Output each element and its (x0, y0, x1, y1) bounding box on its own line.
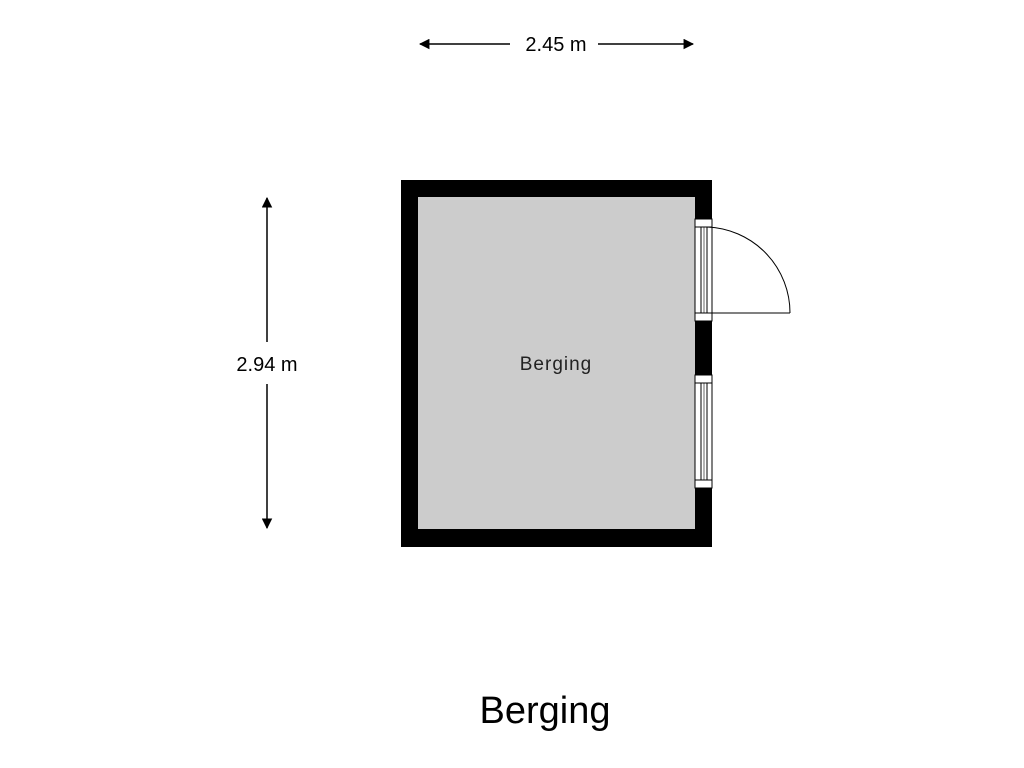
door-swing (706, 226, 791, 314)
room-label: Berging (520, 354, 593, 375)
door-jamb-top (694, 218, 713, 228)
wall-right-top (695, 180, 712, 219)
walls (401, 180, 712, 547)
width-dimension-label: 2.45 m (525, 34, 586, 56)
wall-right-middle (695, 321, 712, 375)
window-jamb-top (694, 374, 713, 384)
window-jamb-bottom (694, 479, 713, 489)
wall-right-bottom (695, 488, 712, 547)
plan-title: Berging (480, 690, 611, 732)
wall-top (401, 180, 712, 197)
height-dimension: 2.94 m (236, 196, 298, 530)
door-swing-arc (706, 226, 791, 314)
wall-left (401, 180, 418, 547)
room-floor (417, 196, 695, 530)
wall-bottom (401, 529, 712, 547)
height-dimension-label: 2.94 m (236, 354, 297, 376)
width-dimension: 2.45 m (418, 34, 695, 56)
window (694, 374, 713, 489)
door-frame (694, 218, 713, 322)
door-jamb-bottom (694, 312, 713, 322)
